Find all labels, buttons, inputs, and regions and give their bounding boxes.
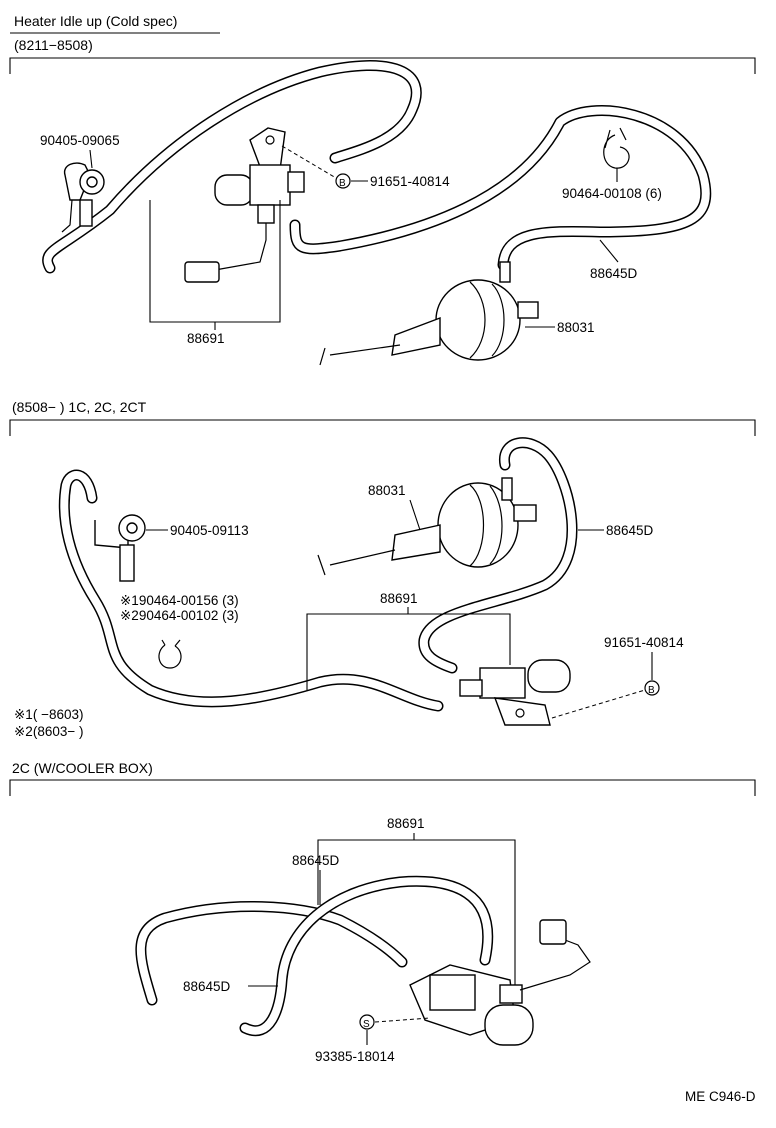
dash-bolt-s (374, 1017, 431, 1023)
b-marker-icon-2 (644, 680, 660, 696)
b-marker-icon (335, 173, 351, 189)
label-hose: 88645D (590, 266, 638, 281)
clip-icon (603, 127, 630, 169)
section1-hose-right (289, 105, 712, 271)
label-hose-left: 88645D (183, 979, 231, 994)
section1-hose-main (42, 60, 422, 274)
clip-icon-2 (158, 639, 182, 669)
label-clamp-bolt: 90405-09065 (40, 133, 120, 148)
clamp-bolt-icon-2 (94, 514, 146, 582)
label-clip: 90464-00108 (6) (562, 186, 662, 201)
s-marker-icon (359, 1014, 375, 1030)
dash-bolt-b (281, 145, 337, 179)
section2-hose-left (58, 469, 444, 712)
leader-clamp-bolt (89, 149, 93, 169)
label-actuator-2: 88031 (368, 483, 406, 498)
label-vsv-2: 88691 (380, 591, 418, 606)
dash-bolt-b-2 (551, 689, 646, 719)
vsv-valve-icon (184, 127, 305, 283)
label-vsv-3: 88691 (387, 816, 425, 831)
label-clip1: ※190464-00156 (3) (120, 593, 239, 608)
label-bolt-b: 91651-40814 (370, 174, 450, 189)
actuator-icon-2 (317, 477, 537, 576)
section3-bracket (9, 779, 756, 796)
label-clip2: ※290464-00102 (3) (120, 608, 239, 623)
label-bolt-b-2: 91651-40814 (604, 635, 684, 650)
vsv-valve-icon-2 (459, 659, 571, 726)
section2-header: (8508− ) 1C, 2C, 2CT (12, 399, 147, 415)
actuator-icon (319, 261, 539, 366)
section3-header: 2C (W/COOLER BOX) (12, 760, 153, 776)
section1: 90405-09065 88691 B 91651-40814 90464-00… (9, 57, 756, 366)
leader-hose (599, 239, 619, 263)
footnote2: ※2(8603− ) (14, 724, 83, 739)
vsv-bracket-leader-3 (317, 839, 516, 985)
footer-code: ME C946-D (685, 1089, 756, 1104)
b-marker-text-2: B (648, 685, 655, 696)
section3-hose-cross (239, 875, 494, 1036)
s-marker-text: S (363, 1019, 370, 1030)
label-actuator: 88031 (557, 320, 595, 335)
label-vsv: 88691 (187, 331, 225, 346)
section2: (8508− ) 1C, 2C, 2CT 90405-09113 ※190464… (9, 399, 756, 739)
label-hose-top: 88645D (292, 853, 340, 868)
footnote1: ※1( −8603) (14, 707, 83, 722)
section2-hose-right (418, 437, 578, 674)
section3-hose-arch (135, 901, 408, 1006)
vsv-valve-icon-3 (409, 919, 591, 1046)
leader-actuator-2 (409, 499, 421, 531)
section1-bracket (9, 57, 756, 74)
section3: 2C (W/COOLER BOX) 88691 88645D 88645D (9, 760, 756, 1064)
diagram-title: Heater Idle up (Cold spec) (14, 13, 177, 29)
b-marker-text: B (339, 178, 346, 189)
section1-range: (8211−8508) (14, 37, 93, 53)
clamp-bolt-icon (61, 162, 105, 233)
label-clamp-bolt-2: 90405-09113 (170, 523, 249, 538)
section2-bracket (9, 419, 756, 436)
label-hose-2: 88645D (606, 523, 654, 538)
label-bolt-s: 93385-18014 (315, 1049, 395, 1064)
